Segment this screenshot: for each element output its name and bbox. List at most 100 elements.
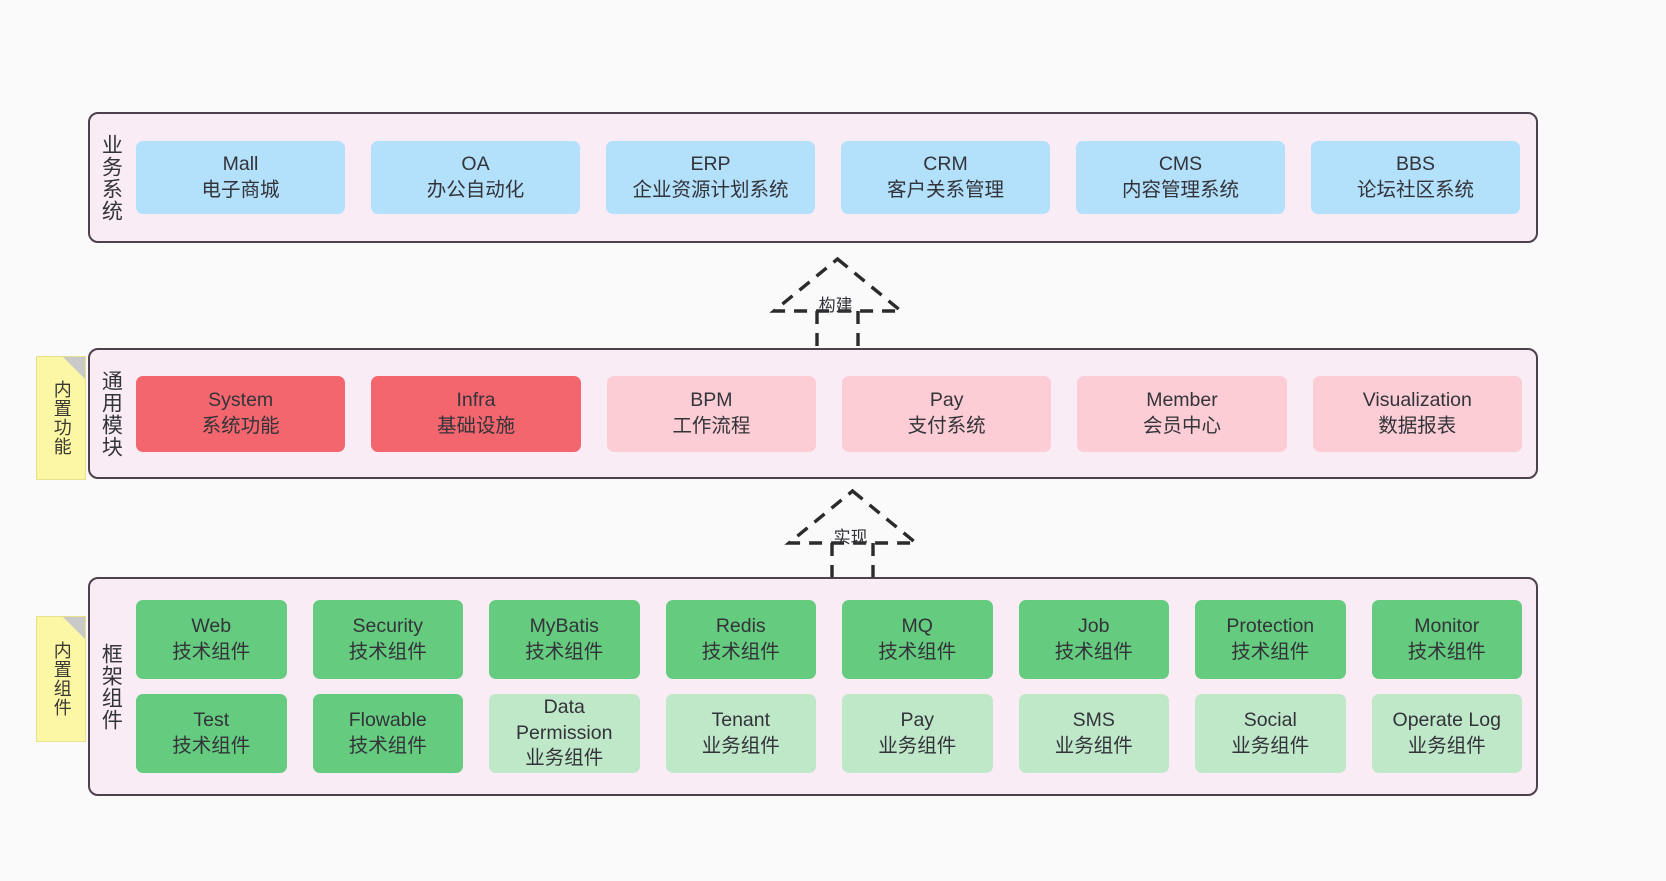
card-subtitle: 支付系统 [907,414,986,437]
card-subtitle: 技术组件 [525,640,604,663]
sticky-note-builtin-features: 内置功能 [36,356,86,480]
card-subtitle: 业务组件 [1407,734,1486,757]
card-subtitle: 论坛社区系统 [1356,178,1474,201]
card-title: Security [352,614,423,637]
component-card-sms[interactable]: SMS 业务组件 [1018,694,1169,773]
component-card-operate-log[interactable]: Operate Log 业务组件 [1371,694,1522,773]
component-card-data-permission[interactable]: Data Permission 业务组件 [489,694,640,773]
sticky-fold-corner-icon [63,617,85,639]
component-card-flowable[interactable]: Flowable 技术组件 [312,694,463,773]
layer-title-common: 通用模块 [99,369,123,458]
component-card-redis[interactable]: Redis 技术组件 [665,600,816,679]
card-subtitle: 业务组件 [1054,734,1133,757]
card-title: Mall [222,152,259,175]
card-subtitle: 内容管理系统 [1121,178,1239,201]
card-subtitle: 技术组件 [1231,640,1310,663]
arrow-implement-label: 实现 [833,528,868,547]
component-card-security[interactable]: Security 技术组件 [312,600,463,679]
arrow-build-head [769,256,906,313]
arrow-implement-svg [784,488,921,582]
card-subtitle: 技术组件 [348,640,427,663]
card-title: Member [1146,388,1218,411]
card-subtitle: 基础设施 [436,414,515,437]
card-subtitle: 业务组件 [701,734,780,757]
generalization-arrow-implement: 实现 [760,487,945,582]
layer-title-business: 业务系统 [99,133,123,222]
component-card-monitor[interactable]: Monitor 技术组件 [1371,600,1522,679]
card-title: Data Permission [516,695,613,744]
card-subtitle: 技术组件 [172,640,251,663]
arrow-implement-head [784,488,921,545]
card-subtitle: 客户关系管理 [886,178,1004,201]
sticky-fold-corner-icon [63,357,85,379]
component-card-social[interactable]: Social 业务组件 [1195,694,1346,773]
card-title: Operate Log [1392,708,1501,731]
card-title: MyBatis [529,614,599,637]
card-title: CRM [923,152,968,175]
card-title: Flowable [348,708,427,731]
card-title: Visualization [1362,388,1472,411]
card-title: Monitor [1414,614,1480,637]
card-subtitle: 技术组件 [701,640,780,663]
component-card-mybatis[interactable]: MyBatis 技术组件 [489,600,640,679]
card-title: SMS [1072,708,1115,731]
card-subtitle: 技术组件 [172,734,251,757]
sticky-note-builtin-components: 内置组件 [36,616,86,742]
card-title: Social [1243,708,1297,731]
card-subtitle: 技术组件 [1407,640,1486,663]
module-card-member[interactable]: Member 会员中心 [1077,375,1287,452]
card-title: Pay [929,388,964,411]
card-subtitle: 技术组件 [348,734,427,757]
component-card-mq[interactable]: MQ 技术组件 [842,600,993,679]
module-card-pay[interactable]: Pay 支付系统 [841,375,1052,452]
business-card-bbs[interactable]: BBS 论坛社区系统 [1311,141,1520,214]
card-subtitle: 业务组件 [1231,734,1310,757]
component-card-job[interactable]: Job 技术组件 [1018,600,1169,679]
card-subtitle: 业务组件 [525,747,604,770]
card-title: Protection [1226,614,1315,637]
arrow-build-label: 构建 [818,296,853,315]
card-title: Redis [715,614,766,637]
sticky-note-builtin-features-label: 内置功能 [51,380,72,456]
card-subtitle: 会员中心 [1142,414,1221,437]
card-title: Test [193,708,230,731]
card-title: BBS [1395,152,1436,175]
module-card-visualization[interactable]: Visualization 数据报表 [1312,375,1522,452]
card-title: MQ [901,614,933,637]
component-card-test[interactable]: Test 技术组件 [136,694,287,773]
card-subtitle: 数据报表 [1378,414,1457,437]
card-subtitle: 企业资源计划系统 [632,178,789,201]
sticky-note-builtin-components-label: 内置组件 [51,641,72,717]
arrow-implement-shaft [830,543,875,582]
arrow-build-shaft [815,311,860,350]
card-subtitle: 技术组件 [1054,640,1133,663]
card-subtitle: 工作流程 [672,414,751,437]
generalization-arrow-build: 构建 [745,255,930,350]
card-title: OA [461,152,490,175]
layer-title-framework: 框架组件 [99,642,123,731]
card-subtitle: 技术组件 [878,640,957,663]
business-card-crm[interactable]: CRM 客户关系管理 [841,141,1050,214]
card-title: Job [1078,614,1110,637]
component-card-protection[interactable]: Protection 技术组件 [1195,600,1346,679]
